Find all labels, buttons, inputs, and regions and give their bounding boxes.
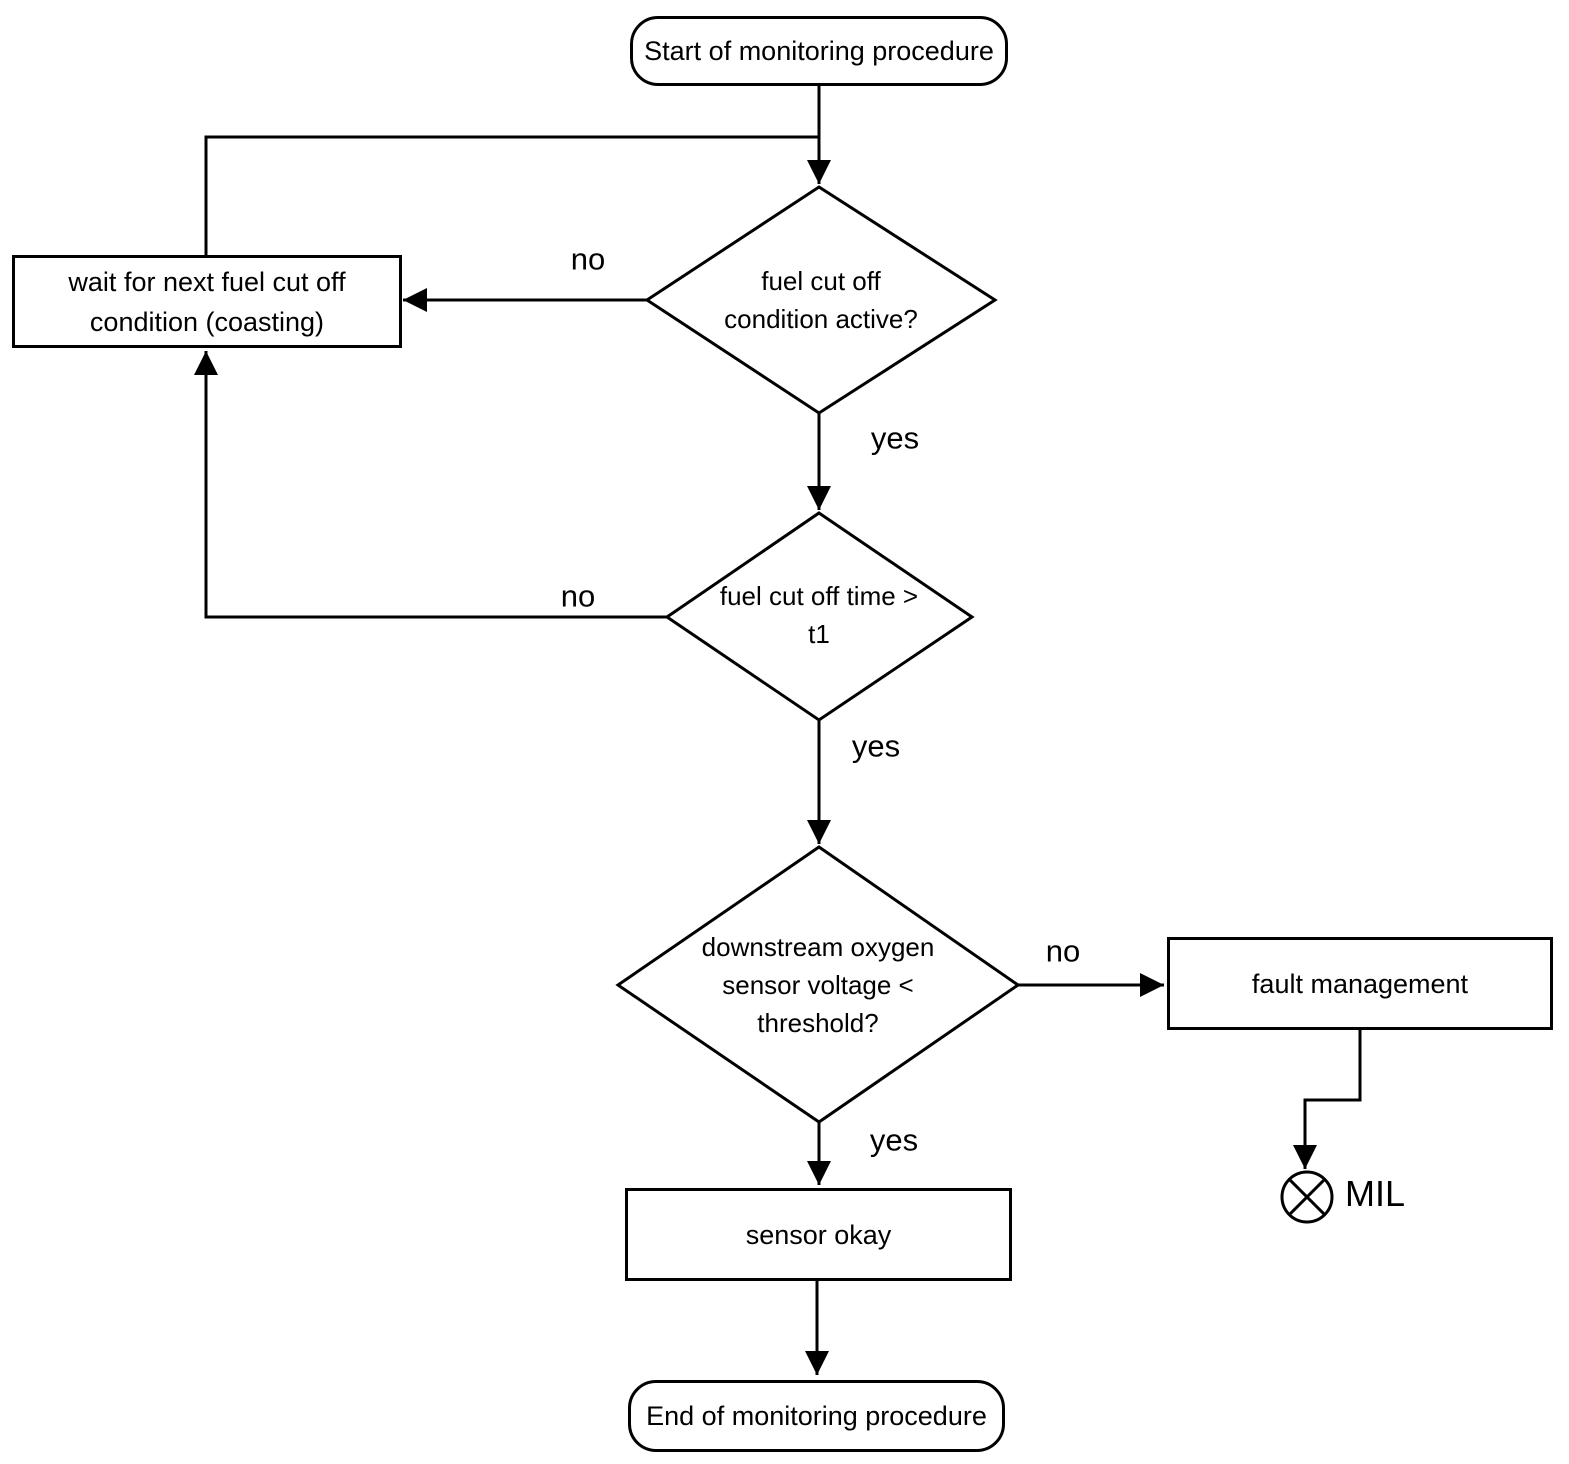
edge-fault-to-mil [1293,1030,1362,1169]
decision3-yes-label: yes [869,1122,919,1158]
decision2-shape [664,511,975,722]
decision2-no-label: no [560,578,596,614]
wait-node-line1: wait for next fuel cut off [68,266,346,297]
edge-decision2-no [194,351,667,619]
decision1-shape [644,185,998,415]
decision3-line2: sensor voltage < [722,970,914,1000]
decision3-line3: threshold? [757,1008,879,1038]
wait-node-line2: condition (coasting) [89,306,325,337]
decision1-text: fuel cut off condition active? [724,262,918,338]
sensor-okay-label: sensor okay [745,1219,892,1250]
decision2-line1: fuel cut off time > [719,581,919,611]
decision3-line1: downstream oxygen [701,932,935,962]
decision3-no-label: no [1045,933,1081,969]
sensor-okay-node: sensor okay [625,1188,1012,1281]
decision2-yes-label: yes [851,728,901,764]
mil-label: MIL [1345,1173,1406,1214]
start-node: Start of monitoring procedure [630,16,1008,86]
fault-node-label: fault management [1251,968,1469,999]
mil-lamp-icon [1280,1170,1334,1224]
decision2-line2: t1 [808,619,830,649]
decision3-text: downstream oxygen sensor voltage < thres… [702,928,935,1042]
decision1-line2: condition active? [724,304,918,334]
decision1-no-label: no [570,241,606,277]
decision1-line1: fuel cut off [761,266,881,296]
decision2-text: fuel cut off time > t1 [720,577,918,653]
end-node: End of monitoring procedure [628,1380,1005,1452]
wait-node: wait for next fuel cut off condition (co… [12,255,402,348]
start-node-label: Start of monitoring procedure [644,36,994,66]
end-node-label: End of monitoring procedure [646,1401,987,1431]
decision1-yes-label: yes [870,420,920,456]
edge-wait-to-decision1 [204,135,819,255]
fault-node: fault management [1167,937,1553,1030]
decision3-shape [615,845,1021,1124]
